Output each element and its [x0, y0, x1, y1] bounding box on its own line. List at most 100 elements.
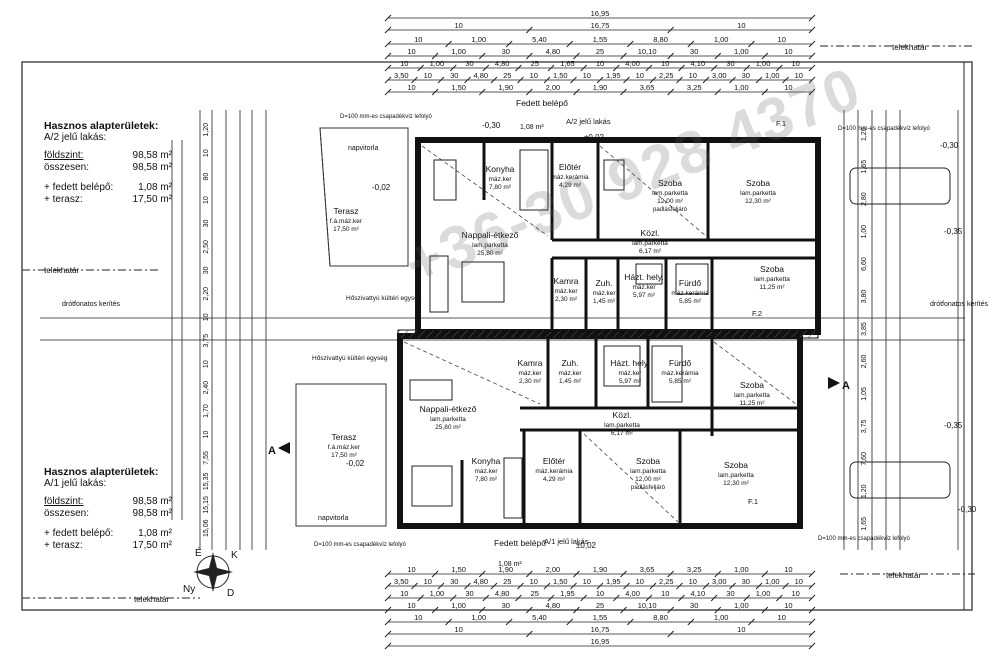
dim-top-tick: [445, 40, 452, 48]
dim-bottom-tick: [776, 594, 783, 602]
dim-bottom-tick: [445, 618, 452, 626]
dim-right-value: 3,75: [861, 419, 868, 433]
dim-bottom-value: 10: [407, 565, 415, 574]
dim-top-value: 10: [407, 83, 415, 92]
dim-top-tick: [573, 88, 580, 96]
fence-right: drótfonatos kerítés: [930, 301, 988, 308]
dim-top-value: 1,00: [714, 35, 729, 44]
dim-bottom-tick: [808, 570, 816, 578]
room-bottom-area: 7,80 m²: [475, 476, 498, 483]
terrace-top: [319, 127, 409, 267]
room-bottom-area: 5,97 m²: [619, 378, 642, 385]
dim-top-value: 4,10: [691, 59, 706, 68]
dim-top-value: 2,00: [546, 83, 561, 92]
dim-left-value: 15,15: [203, 496, 210, 514]
dim-top-tick: [580, 64, 588, 72]
dim-top-value: 10: [778, 35, 786, 44]
room-top-name: Konyha: [486, 164, 515, 174]
entry-bottom-area: 1,08 m²: [498, 561, 522, 568]
room-bottom-name: Fürdő: [669, 358, 691, 368]
compass-n: É: [195, 546, 202, 559]
sail-bottom: napvitorla: [318, 515, 348, 522]
dim-bottom-tick: [411, 582, 418, 590]
summary-top-row: + fedett belépő:1,08 m²: [44, 182, 172, 193]
compass-icon: É K D Ny: [183, 546, 238, 599]
dim-top-value: 1,00: [765, 71, 780, 80]
dim-top-tick: [431, 88, 439, 96]
dim-bottom-value: 10: [400, 589, 408, 598]
dim-bottom-tick: [515, 594, 522, 602]
dim-left-value: 30: [203, 220, 210, 228]
dim-bottom-tick: [782, 582, 789, 590]
dim-bottom-tick: [478, 606, 486, 614]
room-top-area: 2,30 m²: [555, 296, 578, 303]
fence-left: drótfonatos kerítés: [62, 301, 120, 308]
dim-top-tick: [808, 40, 816, 48]
dim-left-value: 2,20: [203, 287, 210, 301]
dim-bottom-value: 1,00: [430, 589, 445, 598]
dim-bottom-tick: [620, 570, 627, 578]
dim-right-value: 3,85: [861, 322, 868, 336]
dim-top-tick: [384, 14, 392, 22]
dim-top-value: 1,00: [451, 47, 466, 56]
dim-bottom-tick: [620, 606, 627, 614]
dim-bottom-value: 4,10: [691, 589, 706, 598]
dim-left-value: 10: [203, 431, 210, 439]
dim-bottom-tick: [570, 582, 577, 590]
room-top-area: 7,80 m²: [489, 184, 512, 191]
dim-top-tick: [626, 40, 634, 48]
dim-right-value: 1,65: [861, 517, 868, 531]
dim-bottom-tick: [384, 594, 392, 602]
dim-bottom-tick: [808, 642, 816, 650]
heatpump-top: Hőszivattyú kültéri egység: [346, 295, 422, 302]
dim-bottom-value: 5,40: [532, 613, 547, 622]
dim-bottom-tick: [525, 570, 533, 578]
dim-top-tick: [808, 88, 816, 96]
dim-bottom-value: 1,50: [553, 577, 568, 586]
room-top-floor: f.á.máz.ker: [330, 218, 363, 225]
dim-bottom-tick: [449, 594, 457, 602]
level-entry-bottom: ±0,02: [576, 541, 597, 550]
dim-bottom-value: 3,00: [712, 577, 727, 586]
room-bottom-floor: máz.ker: [558, 370, 582, 377]
dim-top-tick: [612, 64, 620, 72]
dim-top-tick: [702, 76, 710, 84]
dim-bottom-tick: [748, 618, 755, 626]
dim-bottom-value: 1,55: [593, 613, 608, 622]
dim-bottom-value: 10: [689, 577, 697, 586]
furniture: [409, 149, 951, 519]
dim-top-tick: [384, 52, 392, 60]
dim-bottom-value: 4,00: [625, 589, 640, 598]
dim-bottom-tick: [384, 570, 392, 578]
room-bottom-floor: lam.parketta: [718, 472, 754, 479]
dim-top-value: 3,50: [394, 71, 409, 80]
telekhatar-left: telekhatár: [44, 266, 79, 275]
dim-top-tick: [417, 64, 424, 72]
room-top-floor: máz.kerámia: [671, 290, 709, 297]
entry-bottom-title: Fedett belépő: [494, 538, 546, 548]
room-bottom-floor: máz.ker: [518, 370, 542, 377]
dim-top-tick: [714, 88, 722, 96]
dim-top-tick: [667, 52, 675, 60]
dim-bottom-tick: [431, 570, 439, 578]
dim-bottom-tick: [761, 606, 769, 614]
dim-bottom-tick: [384, 642, 392, 650]
dim-bottom-value: 2,25: [659, 577, 674, 586]
downpipe-right-bottom: D=100 mm-es csapadékvíz lefolyó: [818, 536, 911, 542]
dim-top-value: 8,80: [653, 35, 668, 44]
dim-top-value: 3,25: [687, 83, 702, 92]
room-top-floor: máz.ker: [632, 284, 656, 291]
room-top-area: 11,25 m²: [759, 284, 785, 291]
room-bottom-area: 2,30 m²: [519, 378, 542, 385]
dim-top-tick: [645, 64, 653, 72]
dim-top-value: 1,95: [606, 71, 621, 80]
dim-bottom-tick: [714, 570, 722, 578]
dimension-lines-vertical: [171, 110, 959, 550]
dim-top-value: 16,95: [591, 9, 610, 18]
dim-bottom-tick: [808, 618, 816, 626]
summary-top-row: összesen:98,58 m²: [44, 162, 172, 173]
dim-bottom-value: 10: [784, 601, 792, 610]
dim-bottom-tick: [384, 606, 392, 614]
